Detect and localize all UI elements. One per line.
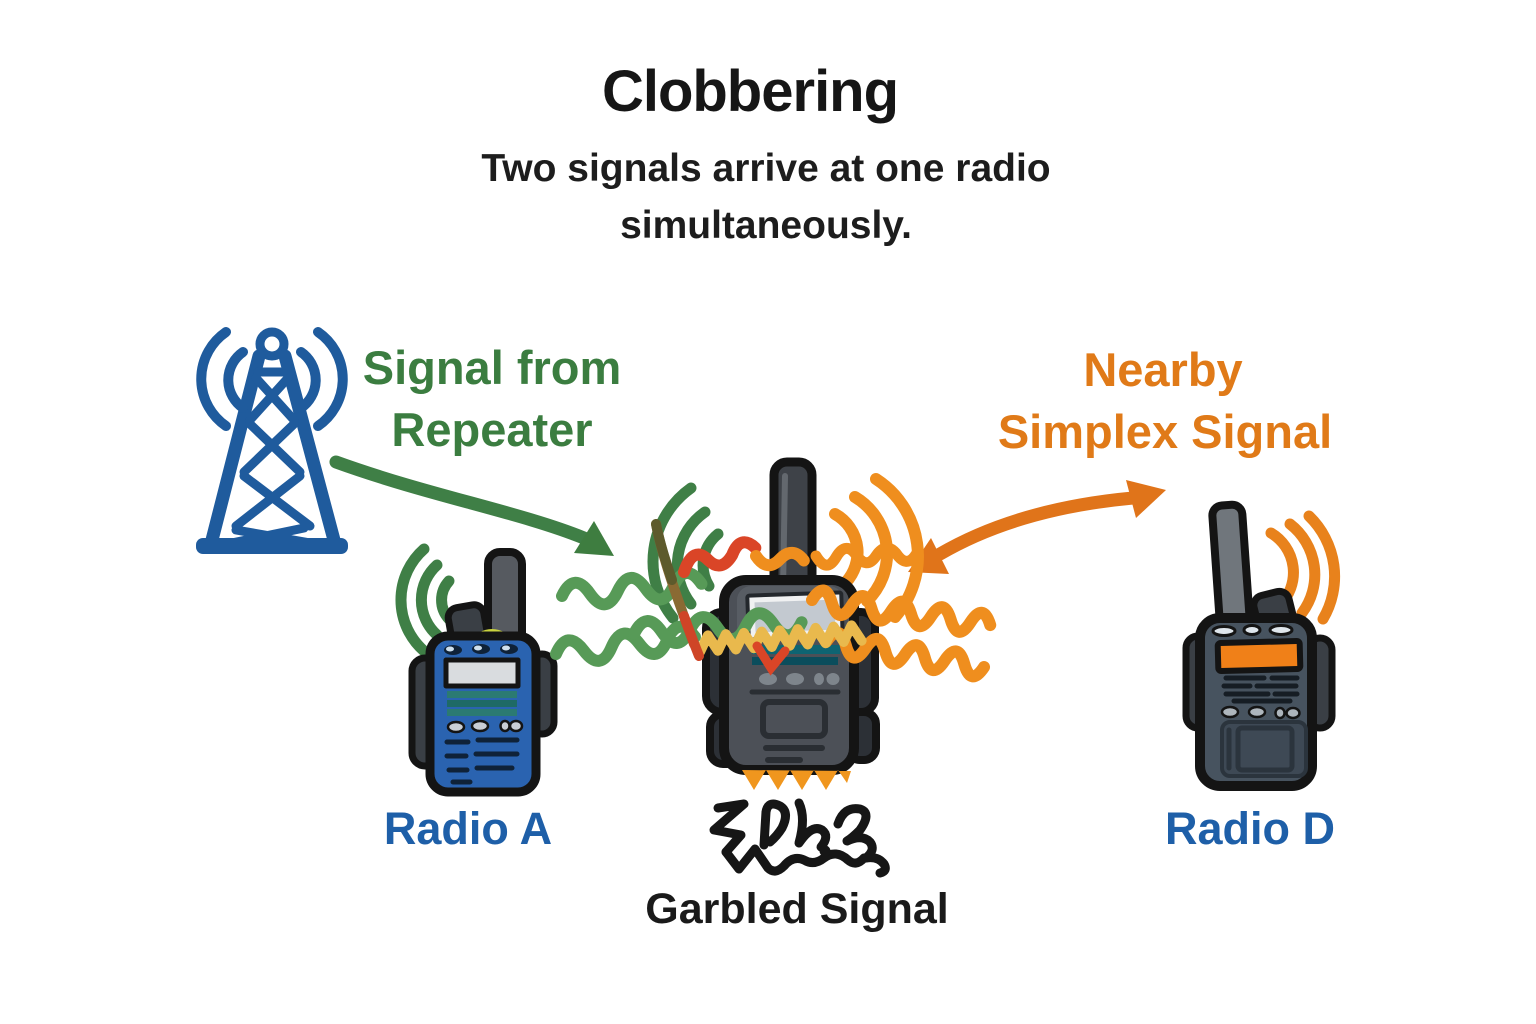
tower-beacon — [255, 327, 289, 361]
radio-d-antenna — [1208, 500, 1254, 635]
tower-wave-right-icon — [296, 327, 348, 431]
orange-signal-waves — [695, 542, 997, 683]
radio-d-icon — [1182, 500, 1336, 791]
green-signal-arrow — [329, 455, 614, 556]
radio-a-detail-lines — [444, 737, 520, 785]
center-radio-stripe — [752, 645, 840, 654]
page-title: Clobbering — [601, 59, 899, 124]
green-arrowhead — [574, 521, 614, 556]
tower-lattice — [217, 367, 327, 550]
radio-d-speaker-grille — [1221, 675, 1300, 704]
center-radio-lower-panel — [760, 699, 828, 739]
tower-base — [196, 538, 348, 554]
label-nearby-simplex-line2: Simplex Signal — [997, 405, 1333, 458]
tower-wave-left-icon — [196, 327, 248, 431]
clobber-zigzag-icon — [742, 770, 851, 790]
red-check-mark — [752, 641, 790, 676]
radio-a-icon — [408, 548, 558, 797]
repeater-tower-icon — [196, 327, 348, 554]
label-garbled-signal: Garbled Signal — [645, 885, 949, 933]
tower-legs — [205, 349, 341, 547]
collision-marks — [651, 519, 810, 676]
red-interference-wave — [678, 536, 762, 578]
radio-a-screen — [443, 657, 521, 689]
garbled-scribble-icon — [709, 798, 890, 878]
label-signal-from-repeater-line2: Repeater — [391, 403, 593, 456]
radio-d-screen — [1214, 638, 1304, 674]
radio-d-lower-panel — [1220, 720, 1308, 778]
orange-arrowhead-right — [1126, 480, 1166, 518]
subtitle-line2: simultaneously. — [620, 204, 912, 247]
label-radio-d: Radio D — [1164, 803, 1336, 854]
gold-zigzag-wave — [695, 620, 867, 657]
label-signal-from-repeater-line1: Signal from — [362, 341, 622, 394]
subtitle-line1: Two signals arrive at one radio — [481, 147, 1051, 190]
label-nearby-simplex-line1: Nearby — [1083, 343, 1243, 396]
orange-signal-arrow — [908, 480, 1166, 574]
label-radio-a: Radio A — [383, 803, 553, 854]
